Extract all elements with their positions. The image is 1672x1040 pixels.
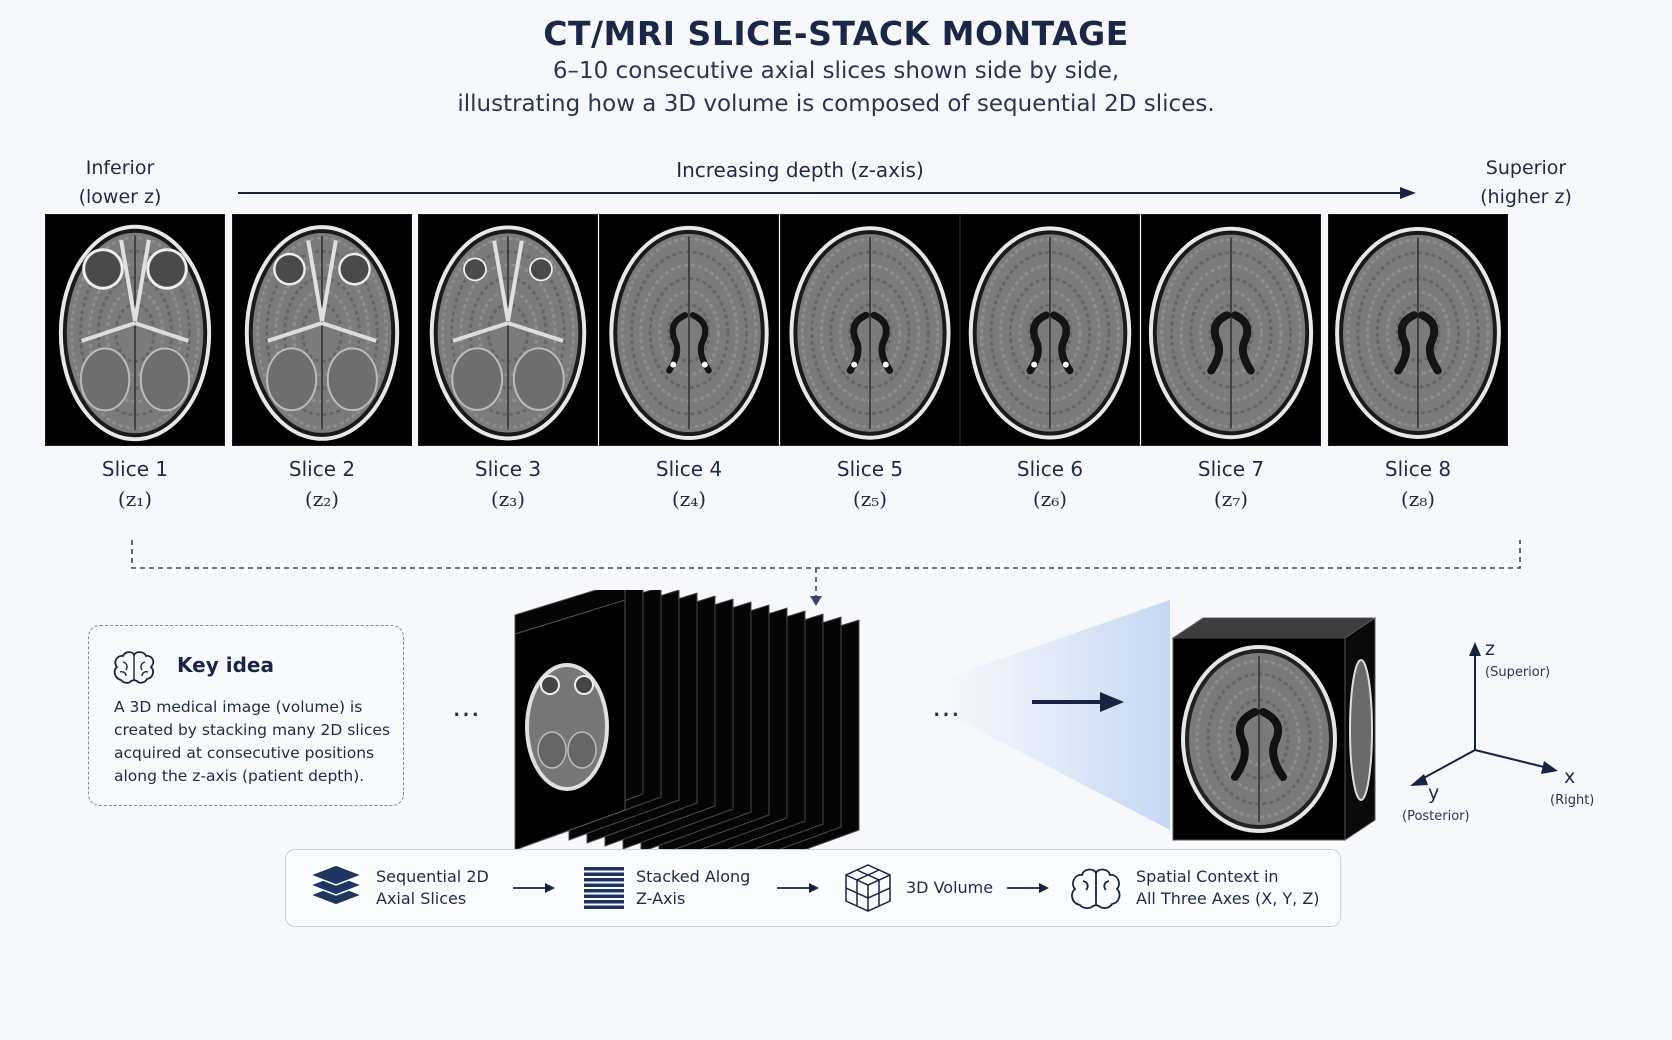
slice-z-index: (z₅) xyxy=(852,487,888,511)
y-axis-label: y xyxy=(1428,782,1440,804)
slice-caption-1: Slice 1 (z₁) xyxy=(35,454,235,514)
flow-step-line1: Spatial Context in xyxy=(1136,867,1279,886)
slice-label: Slice 5 xyxy=(836,457,904,481)
key-idea-box: Key idea A 3D medical image (volume) is … xyxy=(88,625,404,806)
slice-z-index: (z₆) xyxy=(1032,487,1068,511)
flow-step-line2: All Three Axes (X, Y, Z) xyxy=(1136,889,1320,908)
slice-label: Slice 7 xyxy=(1197,457,1265,481)
slice-label: Slice 4 xyxy=(655,457,723,481)
front-slice xyxy=(514,599,626,851)
flow-step-line1: Sequential 2D xyxy=(376,867,489,886)
superior-text: Superior xyxy=(1485,157,1567,179)
slice-caption-7: Slice 7 (z₇) xyxy=(1131,454,1331,514)
depth-arrow xyxy=(238,187,1416,199)
dashed-bracket xyxy=(131,540,1521,606)
slice-label: Slice 6 xyxy=(1016,457,1084,481)
ellipsis-left: … xyxy=(452,690,485,723)
slice-image-1 xyxy=(45,214,225,446)
key-idea-title: Key idea xyxy=(177,653,274,677)
slice-scan-8 xyxy=(1335,226,1501,439)
brain-icon xyxy=(113,651,155,684)
slice-caption-3: Slice 3 (z₃) xyxy=(408,454,608,514)
y-axis-sub: (Posterior) xyxy=(1402,809,1470,824)
slice-stack xyxy=(514,590,860,871)
flow-step-4: Spatial Context in All Three Axes (X, Y, … xyxy=(1136,866,1320,910)
slice-scan-5 xyxy=(789,226,951,440)
slice-caption-8: Slice 8 (z₈) xyxy=(1318,454,1518,514)
slice-scan-3 xyxy=(429,225,587,441)
flow-step-line2: Z-Axis xyxy=(636,889,686,908)
slice-scan-6 xyxy=(968,226,1132,440)
flow-arrow-2 xyxy=(777,883,819,893)
slice-scan-1 xyxy=(58,224,212,442)
slice-z-index: (z₈) xyxy=(1400,487,1436,511)
slice-scan-4 xyxy=(609,225,769,441)
highlight-beam xyxy=(940,600,1170,830)
depth-axis-label: Increasing depth (z-axis) xyxy=(676,158,924,182)
slice-label: Slice 3 xyxy=(474,457,542,481)
slice-z-index: (z₁) xyxy=(117,487,153,511)
slice-caption-4: Slice 4 (z₄) xyxy=(589,454,789,514)
slice-z-index: (z₄) xyxy=(671,487,707,511)
slice-z-index: (z₂) xyxy=(304,487,340,511)
cube-icon xyxy=(845,864,891,912)
flow-step-3: 3D Volume xyxy=(906,877,993,899)
superior-label: Superior (higher z) xyxy=(1466,154,1586,212)
higher-z-text: (higher z) xyxy=(1480,186,1572,208)
coordinate-axes xyxy=(1410,642,1558,786)
key-idea-text: A 3D medical image (volume) is created b… xyxy=(114,698,391,785)
volume-cube xyxy=(1171,617,1377,841)
slice-image-3 xyxy=(418,214,598,446)
slice-z-index: (z₃) xyxy=(490,487,526,511)
slice-image-2 xyxy=(232,214,412,446)
slice-image-6 xyxy=(960,214,1140,446)
layers-icon xyxy=(307,864,365,906)
slice-scan-2 xyxy=(244,225,400,441)
z-axis-sub: (Superior) xyxy=(1485,665,1551,680)
slice-z-index: (z₇) xyxy=(1213,487,1249,511)
to-volume-arrow xyxy=(1032,692,1124,712)
inferior-label: Inferior (lower z) xyxy=(60,154,180,212)
slice-image-4 xyxy=(599,214,779,446)
lower-z-text: (lower z) xyxy=(78,186,162,208)
flow-arrow-3 xyxy=(1007,883,1049,893)
page-title: CT/MRI SLICE-STACK MONTAGE xyxy=(543,14,1129,53)
x-axis-sub: (Right) xyxy=(1550,793,1595,808)
flow-step-line1: 3D Volume xyxy=(906,878,994,897)
flow-step-line1: Stacked Along xyxy=(636,867,751,886)
slice-image-7 xyxy=(1141,214,1321,446)
slice-caption-5: Slice 5 (z₅) xyxy=(770,454,970,514)
slice-image-5 xyxy=(780,214,960,446)
brain-icon xyxy=(1071,868,1121,910)
flow-step-line2: Axial Slices xyxy=(376,889,467,908)
slice-label: Slice 8 xyxy=(1384,457,1452,481)
z-axis-label: z xyxy=(1485,638,1495,660)
slice-label: Slice 2 xyxy=(288,457,356,481)
slice-image-8 xyxy=(1328,214,1508,446)
slice-label: Slice 1 xyxy=(101,457,169,481)
stack-icon xyxy=(584,867,624,909)
inferior-text: Inferior xyxy=(85,157,155,179)
subtitle-line-1: 6–10 consecutive axial slices shown side… xyxy=(552,58,1120,84)
slice-caption-6: Slice 6 (z₆) xyxy=(950,454,1150,514)
subtitle-line-2: illustrating how a 3D volume is composed… xyxy=(457,91,1215,117)
cube-face-scan xyxy=(1181,645,1337,833)
flow-arrow-1 xyxy=(513,883,555,893)
flow-step-1: Sequential 2D Axial Slices xyxy=(376,866,489,910)
slice-caption-2: Slice 2 (z₂) xyxy=(222,454,422,514)
slice-scan-7 xyxy=(1148,226,1314,440)
x-axis-label: x xyxy=(1564,766,1576,788)
